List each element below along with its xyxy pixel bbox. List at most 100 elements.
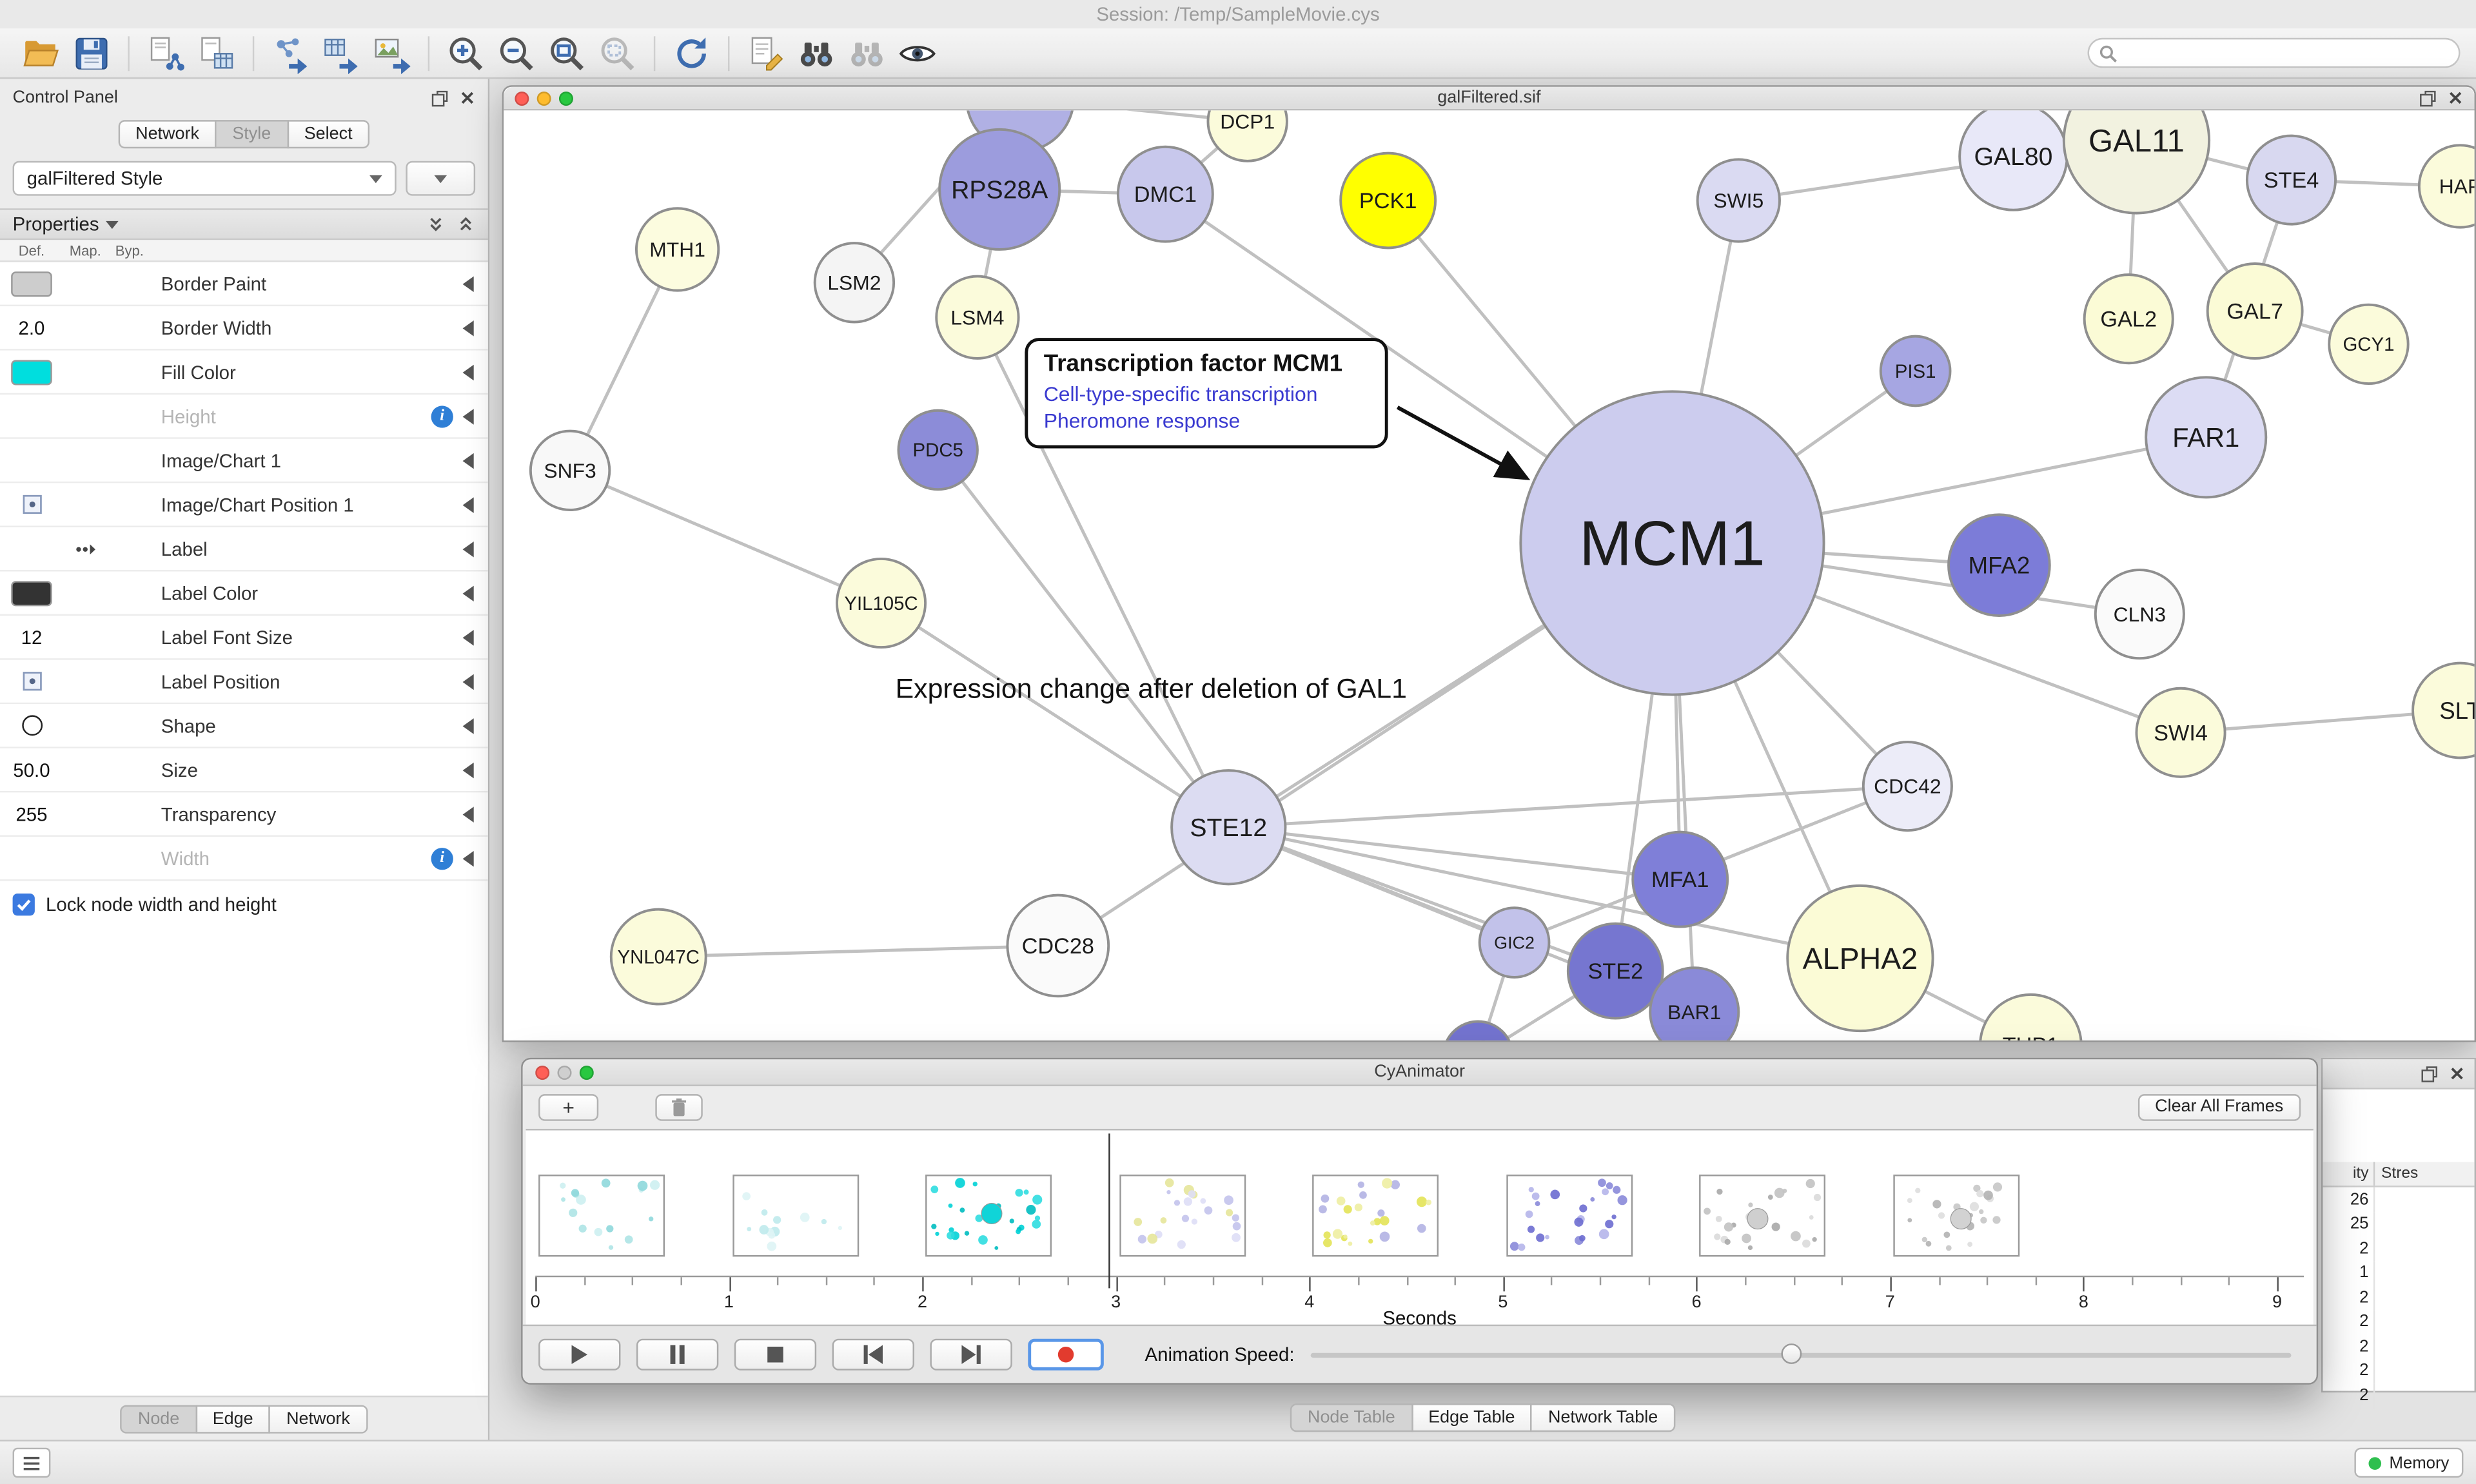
node-GAL11[interactable]: GAL11 xyxy=(2062,110,2211,215)
node-MFA1[interactable]: MFA1 xyxy=(1631,830,1729,928)
float-panel-icon[interactable] xyxy=(2421,1065,2438,1082)
column-header-ity[interactable]: ity xyxy=(2323,1162,2375,1186)
minimize-window-button[interactable] xyxy=(536,90,551,105)
close-panel-icon[interactable] xyxy=(460,90,475,106)
node-BAR1[interactable]: BAR1 xyxy=(1649,966,1740,1040)
expand-arrow-icon[interactable] xyxy=(462,850,474,866)
default-value-cell[interactable]: 12 xyxy=(0,626,63,648)
node-CLN3[interactable]: CLN3 xyxy=(2094,569,2185,660)
default-value-cell[interactable]: 50.0 xyxy=(0,759,63,781)
network-window-titlebar[interactable]: galFiltered.sif xyxy=(504,86,2475,111)
open-session-button[interactable] xyxy=(15,31,66,75)
close-view-icon[interactable] xyxy=(2448,90,2463,106)
animation-frame-6-thumbnail[interactable] xyxy=(1506,1175,1633,1257)
export-table-button[interactable] xyxy=(316,31,366,75)
tab-edge-table[interactable]: Edge Table xyxy=(1411,1403,1533,1432)
tab-network-table[interactable]: Network Table xyxy=(1531,1403,1676,1432)
node-DMC1[interactable]: DMC1 xyxy=(1116,145,1214,243)
tab-style[interactable]: Style xyxy=(215,120,289,149)
table-row[interactable]: 2 xyxy=(2323,1358,2474,1383)
mapping-cell[interactable] xyxy=(63,539,108,558)
node-MTH1[interactable]: MTH1 xyxy=(634,207,720,292)
node-FAR1[interactable]: FAR1 xyxy=(2145,376,2268,499)
animation-frame-2-thumbnail[interactable] xyxy=(732,1175,859,1257)
expand-arrow-icon[interactable] xyxy=(462,540,474,557)
node-SNF3[interactable]: SNF3 xyxy=(529,429,611,511)
play-button[interactable] xyxy=(538,1338,621,1371)
edge-LSM4-STE12[interactable] xyxy=(976,317,1230,828)
node-LSM4[interactable]: LSM4 xyxy=(935,275,1020,360)
edge-STE12-ALPHA2[interactable] xyxy=(1228,825,1861,960)
node-ALPHA2[interactable]: ALPHA2 xyxy=(1786,884,1934,1033)
node-MCM1[interactable]: MCM1 xyxy=(1519,390,1825,696)
lock-size-checkbox[interactable] xyxy=(12,893,35,916)
animation-frame-7-thumbnail[interactable] xyxy=(1699,1175,1826,1257)
expand-arrow-icon[interactable] xyxy=(462,673,474,689)
export-image-button[interactable] xyxy=(366,31,417,75)
slider-thumb[interactable] xyxy=(1780,1343,1802,1364)
style-tab-node[interactable]: Node xyxy=(120,1404,197,1433)
current-style-dropdown[interactable]: galFiltered Style xyxy=(12,161,397,196)
pause-button[interactable] xyxy=(636,1338,719,1371)
lock-size-row[interactable]: Lock node width and height xyxy=(0,881,488,929)
edge-STE12-MFA1[interactable] xyxy=(1228,825,1680,881)
expand-arrow-icon[interactable] xyxy=(462,629,474,645)
node-STE2[interactable]: STE2 xyxy=(1566,922,1664,1020)
close-window-button[interactable] xyxy=(515,90,529,105)
tab-select[interactable]: Select xyxy=(286,120,370,149)
node-SWI4[interactable]: SWI4 xyxy=(2135,687,2226,778)
minimize-window-button[interactable] xyxy=(557,1064,572,1079)
table-row[interactable]: 2 xyxy=(2323,1285,2474,1310)
expand-arrow-icon[interactable] xyxy=(462,718,474,734)
annotation-tool-button[interactable] xyxy=(741,31,791,75)
tab-network[interactable]: Network xyxy=(118,120,217,149)
table-row[interactable]: 26 xyxy=(2323,1187,2474,1212)
edge-YNL047C-CDC28[interactable] xyxy=(658,944,1058,959)
default-value-cell[interactable] xyxy=(0,671,63,692)
stop-button[interactable] xyxy=(734,1338,817,1371)
annotation-link-1[interactable]: Cell-type-specific transcription xyxy=(1043,382,1318,406)
animation-frame-4-thumbnail[interactable] xyxy=(1119,1175,1246,1257)
tab-node-table[interactable]: Node Table xyxy=(1290,1403,1413,1432)
column-header-Stres[interactable]: Stres xyxy=(2381,1165,2419,1183)
next-frame-button[interactable] xyxy=(930,1338,1012,1371)
float-panel-icon[interactable] xyxy=(431,89,449,106)
node-DCP1[interactable]: DCP1 xyxy=(1206,110,1288,162)
edge-PDC5-STE12[interactable] xyxy=(936,449,1230,828)
zoom-out-button[interactable] xyxy=(491,31,542,75)
node-HAP[interactable]: HAP xyxy=(2417,144,2475,229)
animation-frame-3-thumbnail[interactable] xyxy=(925,1175,1052,1257)
expand-arrow-icon[interactable] xyxy=(462,319,474,336)
node-MFA2[interactable]: MFA2 xyxy=(1947,513,2051,618)
table-row[interactable]: 2 xyxy=(2323,1236,2474,1261)
node-GAL2[interactable]: GAL2 xyxy=(2083,273,2174,365)
collapse-all-icon[interactable] xyxy=(426,215,445,233)
import-network-from-file-button[interactable] xyxy=(141,31,191,75)
timeline-playhead[interactable] xyxy=(1108,1133,1110,1289)
refresh-network-view-button[interactable] xyxy=(666,31,716,75)
record-button[interactable] xyxy=(1028,1338,1104,1371)
style-tab-edge[interactable]: Edge xyxy=(195,1404,271,1433)
node-YNL047C[interactable]: YNL047C xyxy=(609,908,707,1006)
default-value-cell[interactable] xyxy=(0,580,63,606)
node-SLT[interactable]: SLT xyxy=(2412,661,2475,759)
node-NODE_BOT[interactable] xyxy=(1443,1020,1513,1040)
node-GIC2[interactable]: GIC2 xyxy=(1478,906,1551,979)
cyanimator-titlebar[interactable]: CyAnimator xyxy=(522,1059,2317,1086)
memory-button[interactable]: Memory xyxy=(2354,1447,2464,1478)
edge-SNF3-YIL105C[interactable] xyxy=(569,469,882,605)
style-tab-network[interactable]: Network xyxy=(269,1404,368,1433)
node-RPS28A[interactable]: RPS28A xyxy=(938,128,1061,251)
expand-all-icon[interactable] xyxy=(457,215,475,233)
float-window-icon[interactable] xyxy=(2419,89,2437,106)
show-graphics-details-button[interactable] xyxy=(892,31,943,75)
node-SWI5[interactable]: SWI5 xyxy=(1696,158,1781,243)
default-value-cell[interactable] xyxy=(0,359,63,385)
table-row[interactable]: 2 xyxy=(2323,1334,2474,1359)
zoom-window-button[interactable] xyxy=(579,1064,594,1079)
zoom-window-button[interactable] xyxy=(558,90,573,105)
search-box[interactable] xyxy=(2087,37,2461,68)
